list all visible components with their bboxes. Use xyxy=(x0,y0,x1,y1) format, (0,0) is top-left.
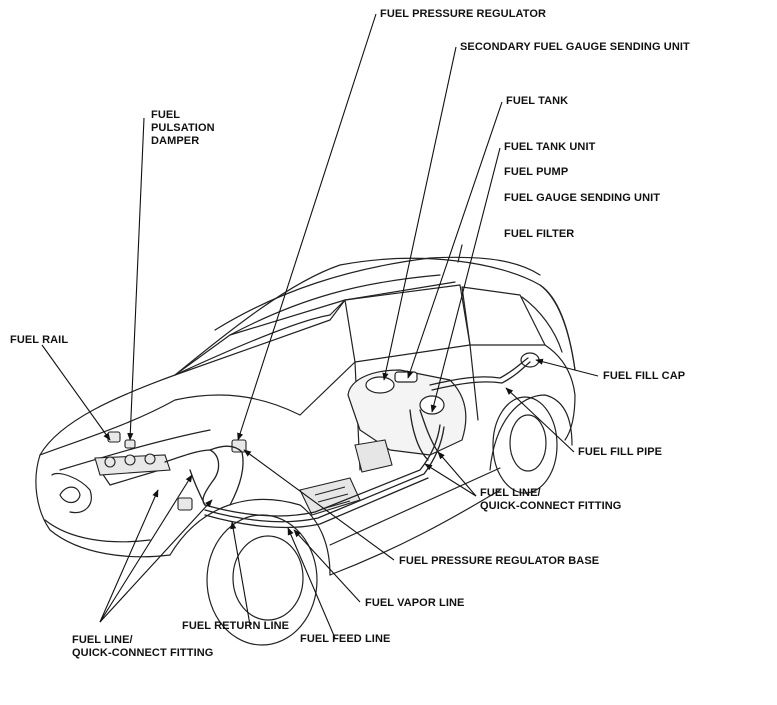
label-fuel-pressure-regulator: FUEL PRESSURE REGULATOR xyxy=(380,8,547,20)
label-fuel-line-quick-connect-rear: FUEL LINE/ QUICK-CONNECT FITTING xyxy=(480,487,621,513)
label-line: PULSATION xyxy=(151,122,215,134)
label-secondary-fuel-gauge-sending-unit: SECONDARY FUEL GAUGE SENDING UNIT xyxy=(460,41,690,53)
leader-lines xyxy=(41,13,599,639)
label-fuel-tank: FUEL TANK xyxy=(506,95,569,107)
label-fuel-fill-cap: FUEL FILL CAP xyxy=(603,370,686,382)
fuel-lines xyxy=(164,357,531,529)
label-fuel-vapor-line: FUEL VAPOR LINE xyxy=(365,597,465,609)
label-fuel-pulsation-damper: FUEL PULSATION DAMPER xyxy=(151,109,215,148)
label-fuel-line-quick-connect-front: FUEL LINE/ QUICK-CONNECT FITTING xyxy=(72,634,213,660)
vehicle-body xyxy=(35,244,576,646)
label-fuel-rail: FUEL RAIL xyxy=(10,334,69,346)
label-fuel-filter: FUEL FILTER xyxy=(504,228,575,240)
evap-canister xyxy=(299,439,393,516)
label-fuel-gauge-sending-unit: FUEL GAUGE SENDING UNIT xyxy=(504,192,661,204)
label-fuel-pump: FUEL PUMP xyxy=(504,166,569,178)
label-line: DAMPER xyxy=(151,135,200,147)
label-line: FUEL xyxy=(151,109,181,121)
label-fuel-fill-pipe: FUEL FILL PIPE xyxy=(578,446,663,458)
label-line: QUICK-CONNECT FITTING xyxy=(72,647,214,659)
label-fuel-tank-unit: FUEL TANK UNIT xyxy=(504,141,596,153)
label-line: FUEL LINE/ xyxy=(480,487,541,499)
label-line: FUEL LINE/ xyxy=(72,634,133,646)
fuel-tank-shape xyxy=(347,369,467,456)
fuel-rail-assembly xyxy=(94,431,247,511)
label-line: QUICK-CONNECT FITTING xyxy=(480,500,622,512)
label-fuel-return-line: FUEL RETURN LINE xyxy=(182,620,290,632)
label-fuel-pressure-regulator-base: FUEL PRESSURE REGULATOR BASE xyxy=(399,555,600,567)
label-fuel-feed-line: FUEL FEED LINE xyxy=(300,633,391,645)
